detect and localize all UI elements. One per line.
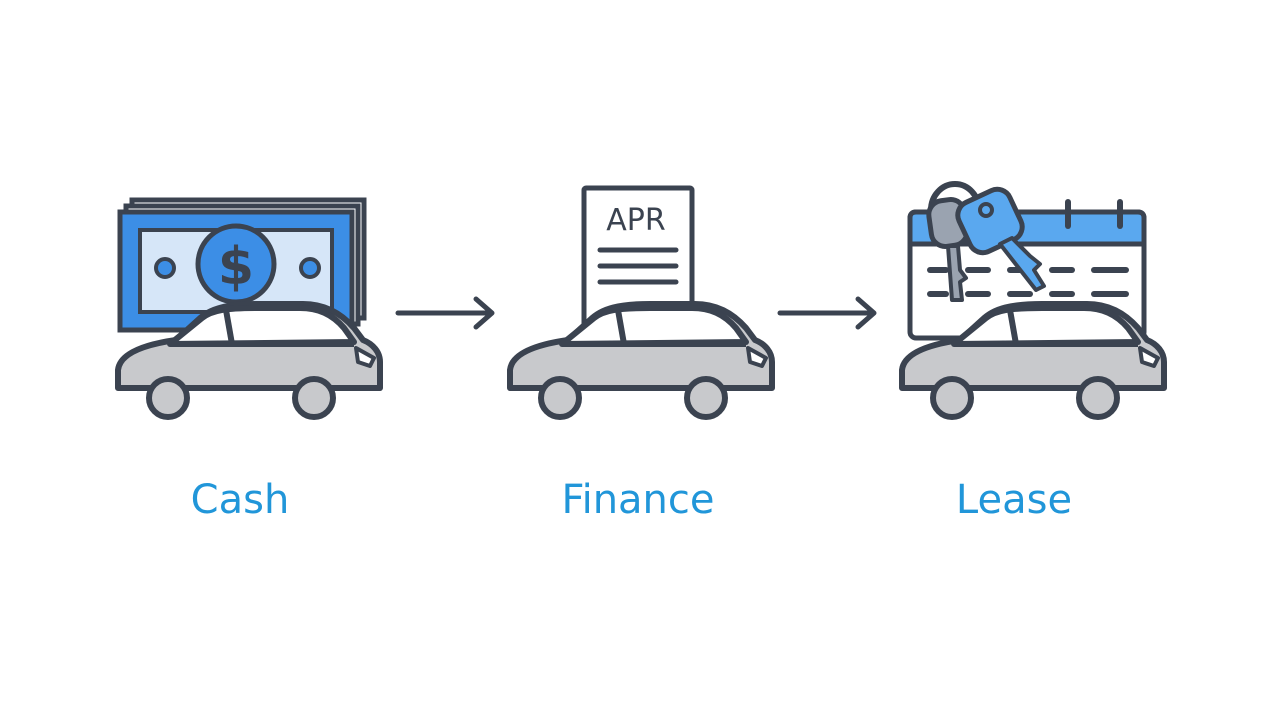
step-label-finance: Finance — [561, 477, 715, 523]
cash-money-icon: $ — [117, 197, 367, 333]
apr-document-icon: APR — [581, 185, 695, 341]
arrow-right-icon — [395, 296, 495, 330]
dollar-sign-icon: $ — [218, 237, 254, 297]
finance-car-icon — [510, 304, 772, 417]
step-label-cash: Cash — [190, 477, 290, 523]
apr-text: APR — [606, 203, 665, 238]
step-label-lease: Lease — [955, 477, 1073, 523]
arrow-right-icon — [777, 296, 877, 330]
car-keys-icon — [926, 181, 1046, 302]
